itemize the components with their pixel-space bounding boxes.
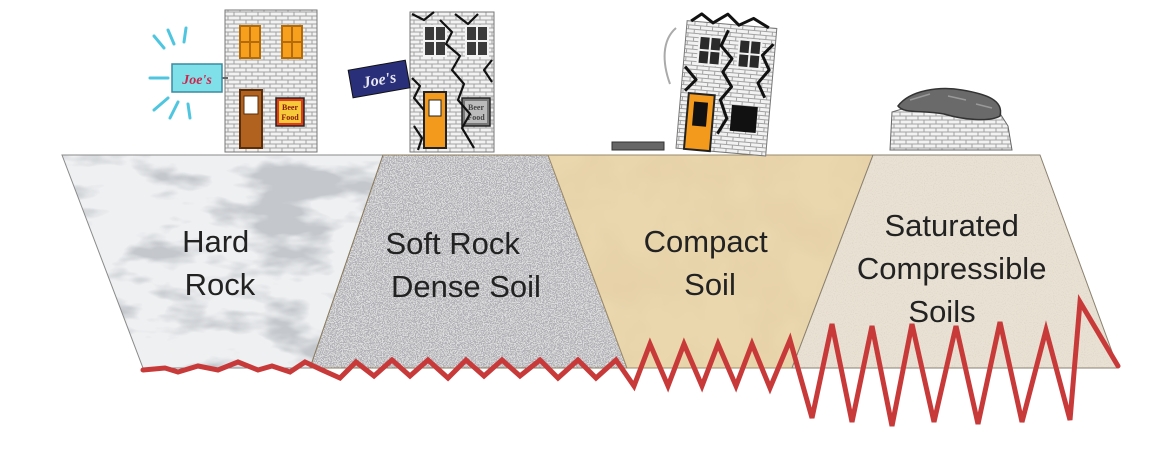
sign-intact: Joe's (148, 26, 228, 120)
menu-text: Food (467, 113, 485, 122)
sign-text: Joe's (181, 73, 212, 88)
crack-lines (411, 11, 493, 151)
label-line: Compressible (857, 251, 1047, 286)
building-leaning (611, 12, 778, 157)
seismic-wave-line (140, 294, 1121, 427)
label-line: Hard (182, 224, 249, 259)
fallen-sign (611, 141, 665, 151)
sign-text: Joe's (360, 69, 397, 92)
label-hard-rock: Hard Rock (182, 224, 258, 302)
building-intact: Beer Food (224, 9, 318, 153)
label-line: Soils (908, 294, 975, 329)
building-collapsed (889, 87, 1013, 151)
menu-text: Beer (468, 103, 484, 112)
hanging-wire (663, 27, 677, 85)
label-line: Dense Soil (391, 269, 541, 304)
menu-text: Food (281, 113, 299, 122)
sign-tilted: Joe's (347, 59, 411, 99)
label-line: Soft Rock (385, 226, 520, 261)
label-line: Soil (684, 267, 736, 302)
label-line: Rock (185, 267, 256, 302)
window (729, 104, 758, 134)
crack-lines (683, 12, 775, 135)
label-saturated-soils: Saturated Compressible Soils (857, 208, 1055, 329)
label-line: Saturated (884, 208, 1018, 243)
sparkle-icon (148, 26, 192, 120)
label-compact-soil: Compact Soil (644, 224, 777, 302)
label-soft-rock: Soft Rock Dense Soil (385, 226, 540, 304)
building-cracked: Beer Food (409, 11, 495, 153)
label-line: Compact (644, 224, 768, 259)
layer-compact-soil (547, 154, 874, 369)
menu-text: Beer (282, 103, 298, 112)
